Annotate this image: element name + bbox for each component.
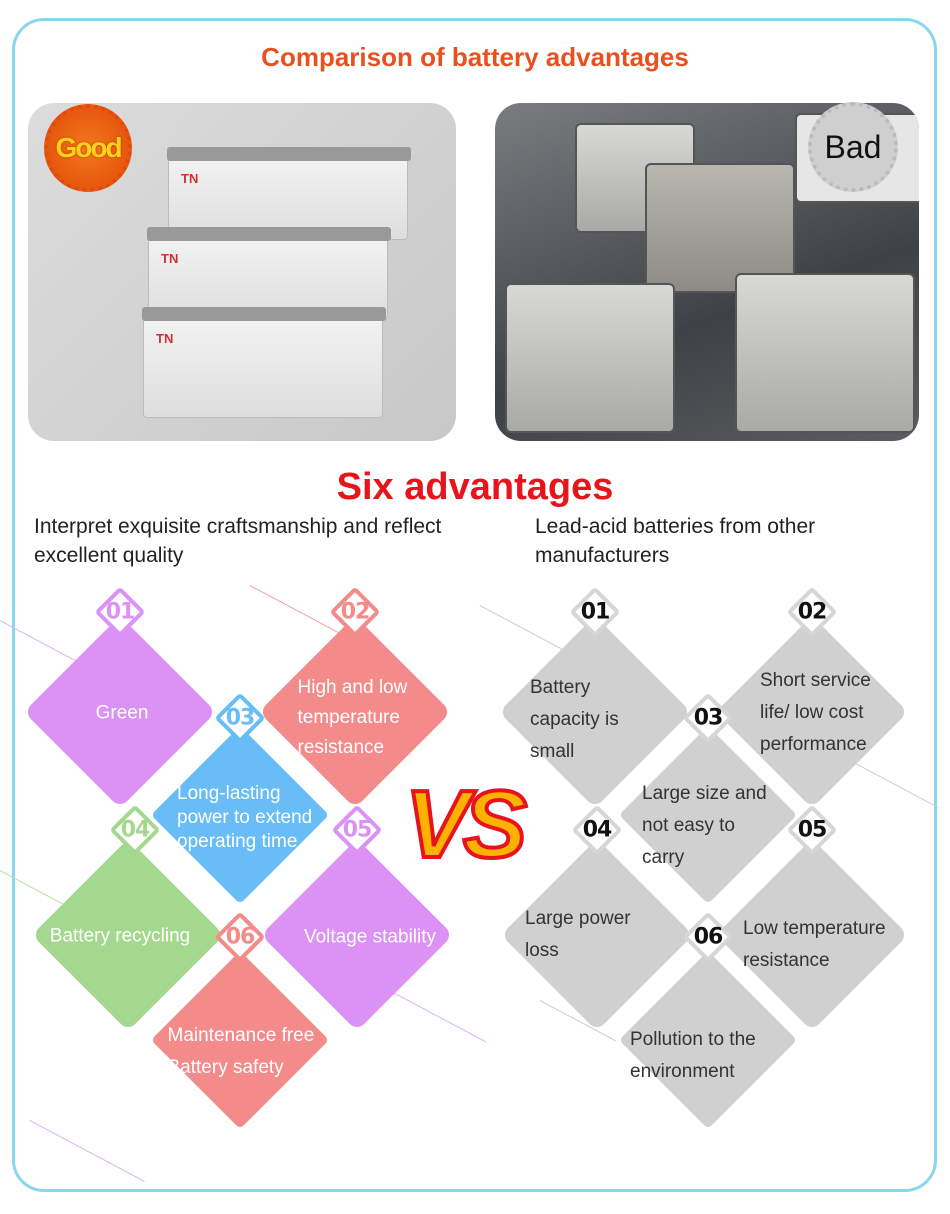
good-badge: Good — [44, 104, 132, 192]
number-label: 05 — [342, 817, 373, 843]
number-label: 05 — [797, 817, 828, 843]
disadvantage-text: Battery capacity is small — [530, 677, 619, 762]
battery-logo: TN — [161, 251, 179, 266]
battery-logo: TN — [156, 331, 174, 346]
number-label: 02 — [797, 599, 828, 625]
disadvantage-text: Large size and not easy to carry — [642, 783, 767, 868]
disadvantage-text: Large power loss — [525, 908, 631, 961]
number-label: 02 — [340, 599, 371, 625]
disadvantage-text: Low temperature resistance — [743, 918, 886, 971]
number-label: 01 — [580, 599, 611, 625]
advantage-text: Maintenance free Battery safety — [167, 1025, 315, 1078]
number-label: 06 — [693, 924, 724, 950]
page-title: Comparison of battery advantages — [261, 42, 689, 72]
right-subtitle: Lead-acid batteries from other manufactu… — [535, 515, 816, 567]
good-battery-photo: TN TN TN — [28, 103, 456, 441]
disadvantage-text: Pollution to the environment — [630, 1029, 756, 1082]
advantage-text: Long-lasting power to extend operating t… — [177, 783, 313, 852]
advantage-text: High and low temperature resistance — [297, 677, 408, 758]
battery-logo: TN — [181, 171, 199, 186]
vs-label: VS — [403, 769, 529, 880]
number-label: 03 — [225, 705, 256, 731]
number-label: 04 — [582, 817, 613, 843]
infographic-frame — [12, 18, 937, 1192]
advantage-text: Voltage stability — [303, 926, 437, 948]
bad-badge: Bad — [808, 102, 898, 192]
number-label: 01 — [105, 599, 136, 625]
number-label: 06 — [225, 924, 256, 950]
section-heading: Six advantages — [336, 466, 614, 508]
advantage-text: Green — [95, 702, 149, 724]
advantage-text: Battery recycling — [49, 925, 191, 947]
left-subtitle: Interpret exquisite craftsmanship and re… — [34, 515, 442, 567]
number-label: 03 — [693, 705, 724, 731]
number-label: 04 — [120, 817, 151, 843]
disadvantage-text: Short service life/ low cost performance — [760, 670, 871, 755]
